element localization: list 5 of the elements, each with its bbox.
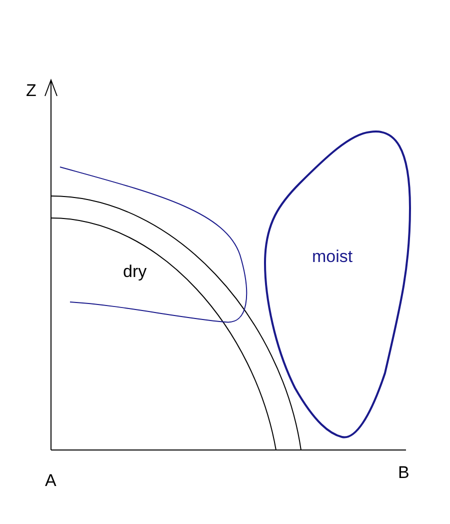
axis-label: A — [45, 472, 56, 489]
axis-label: B — [398, 464, 410, 481]
region-label: dry — [123, 263, 147, 280]
axis-label: Z — [26, 82, 36, 99]
region-label: moist — [312, 248, 353, 265]
